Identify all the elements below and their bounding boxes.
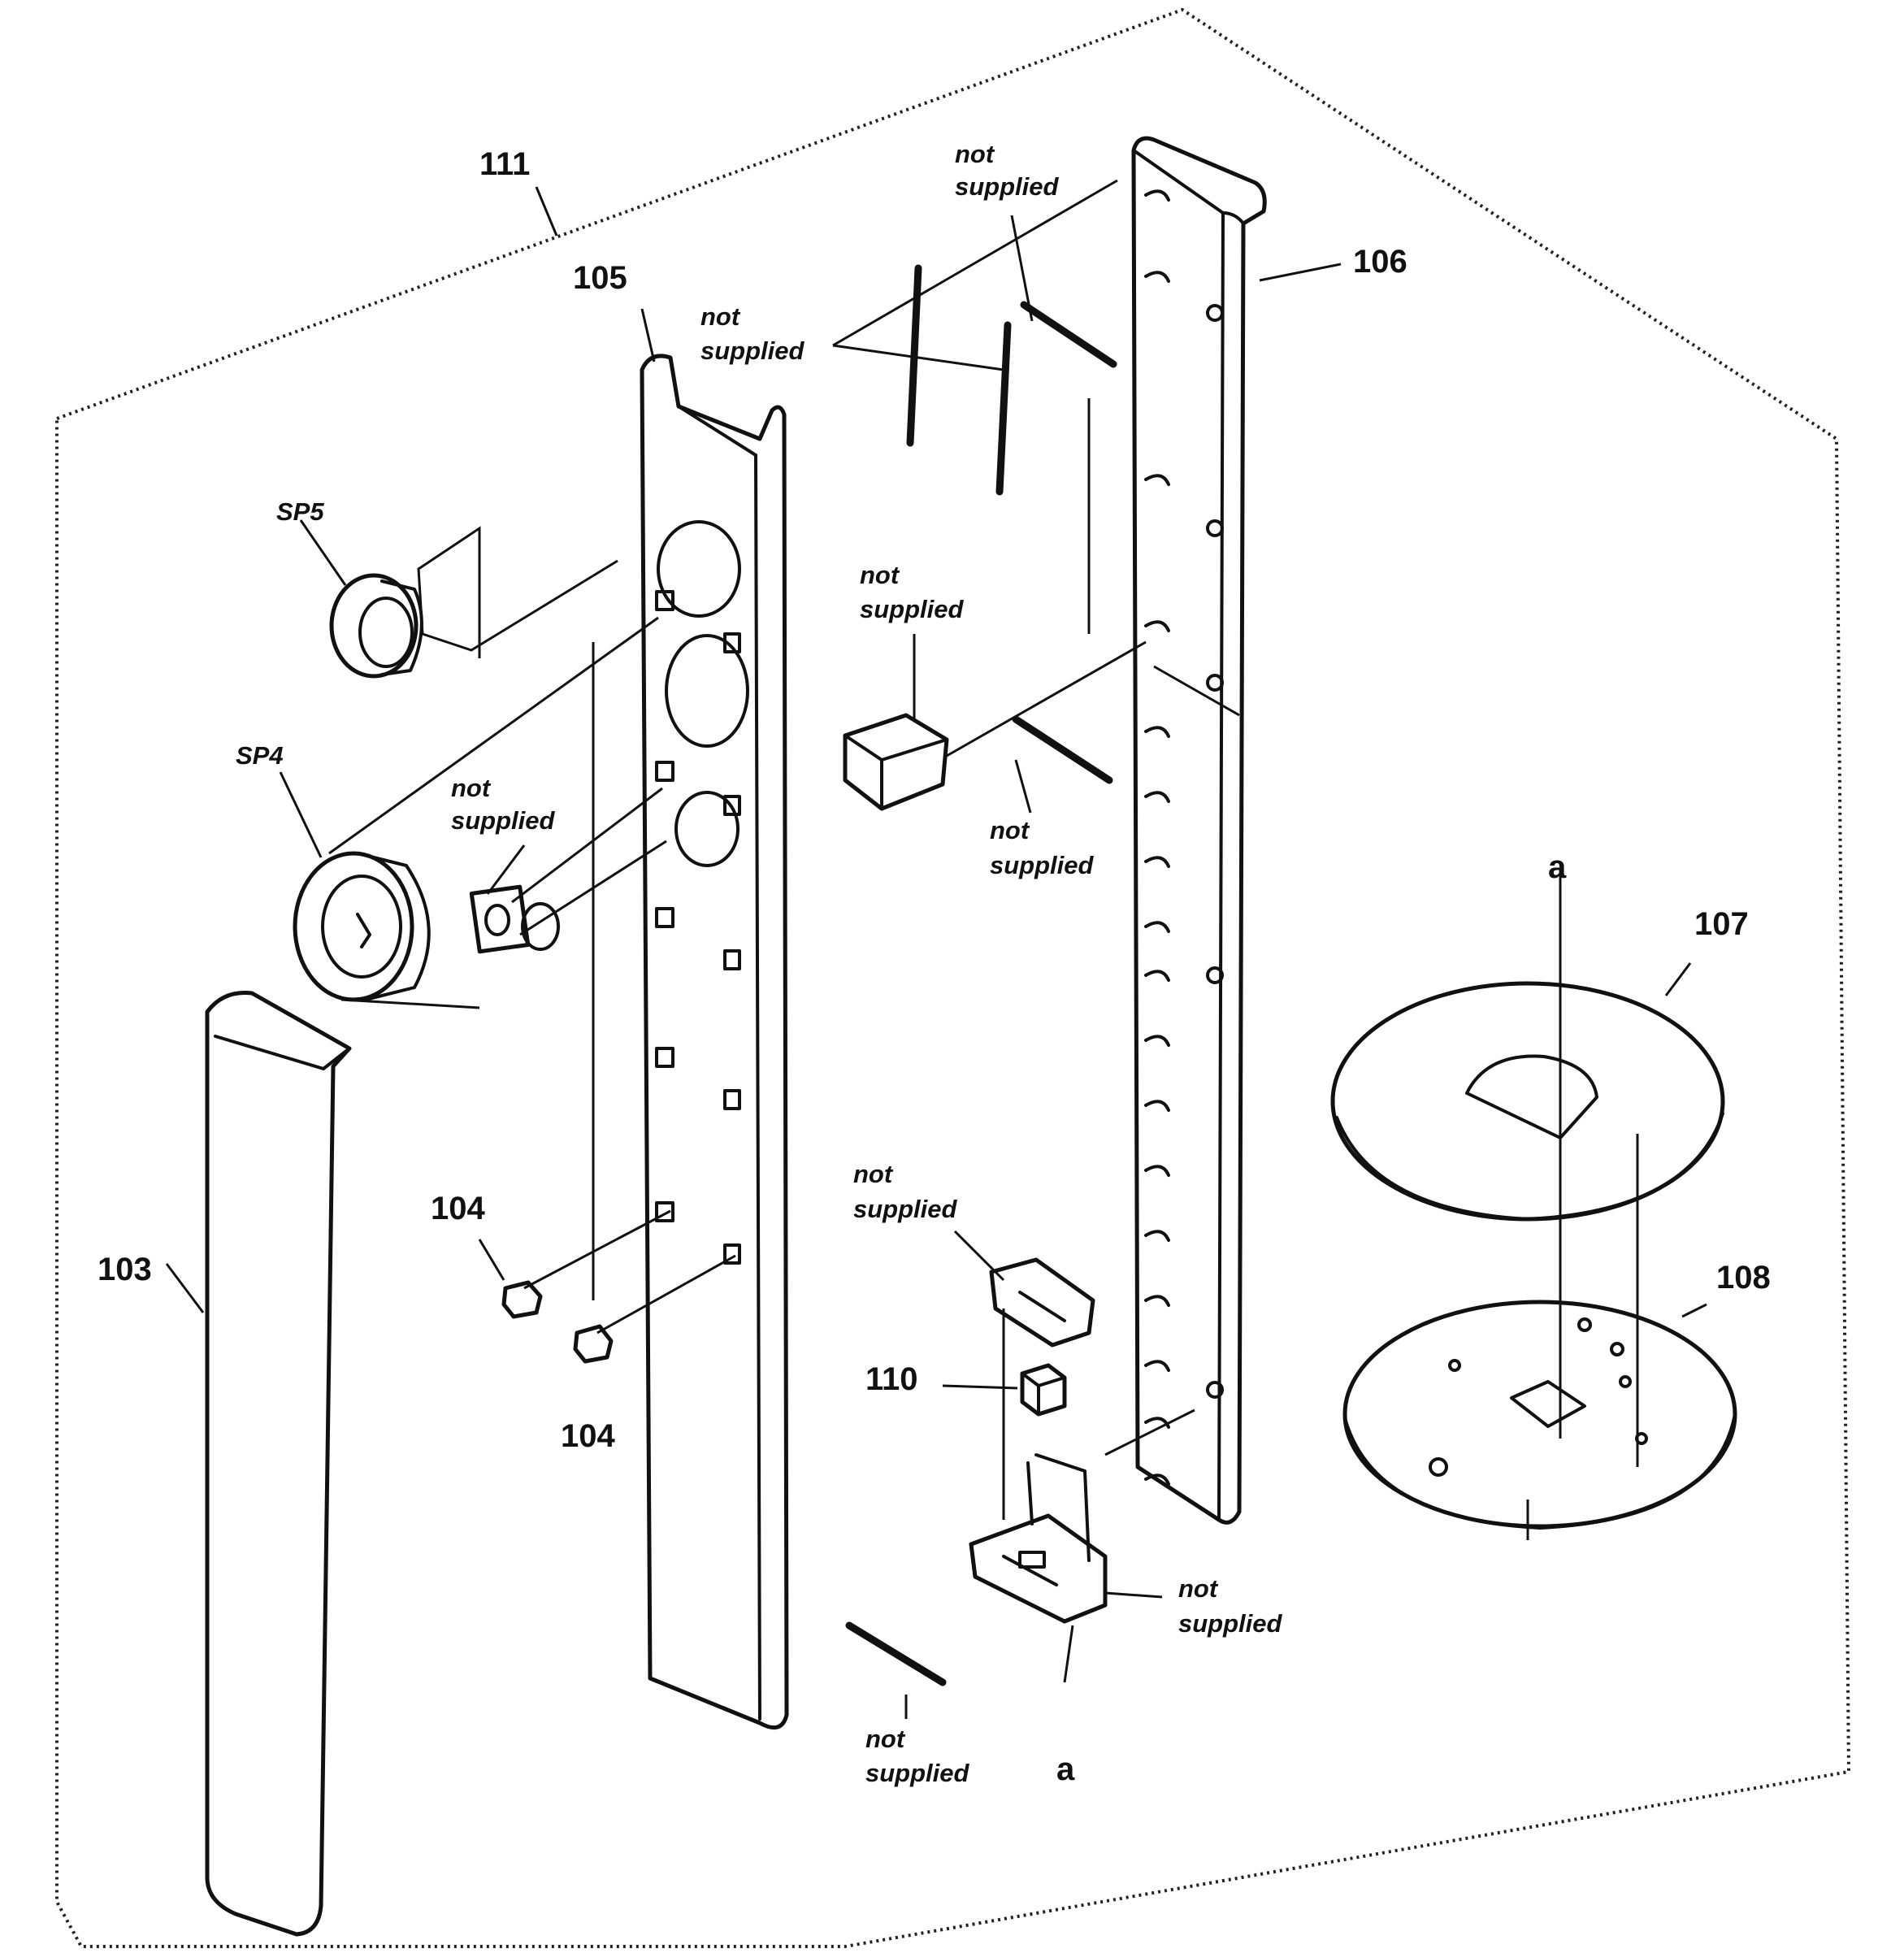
svg-text:not: not — [865, 1725, 906, 1753]
leader-lines — [165, 179, 1707, 1719]
label-a-bottom: a — [1056, 1751, 1075, 1787]
label-107: 107 — [1694, 906, 1749, 942]
svg-text:supplied: supplied — [955, 172, 1060, 201]
callout-not-supplied-tweeter: not supplied — [451, 774, 556, 835]
svg-text:supplied: supplied — [700, 336, 805, 365]
svg-text:not: not — [955, 140, 995, 168]
label-106: 106 — [1353, 244, 1407, 280]
tweeter-not-supplied — [469, 884, 560, 954]
label-105: 105 — [573, 260, 627, 296]
callout-not-supplied-block: not supplied — [860, 561, 965, 623]
part-106-rear-enclosure — [1131, 136, 1267, 1525]
label-104-lower: 104 — [561, 1418, 615, 1454]
bottom-bracket-not-supplied — [969, 1453, 1108, 1624]
label-104-upper: 104 — [431, 1191, 485, 1226]
callout-not-supplied-mid-rod: not supplied — [990, 816, 1095, 879]
label-sp4: SP4 — [236, 741, 284, 770]
part-108-base-plate — [1342, 1300, 1737, 1530]
part-105-baffle-panel — [640, 354, 789, 1730]
callout-not-supplied-rods: not supplied — [700, 302, 805, 365]
callout-not-supplied-bottom-bracket: not supplied — [1178, 1574, 1283, 1638]
label-103: 103 — [98, 1252, 152, 1287]
callout-not-supplied-bottom-rod: not supplied — [865, 1725, 970, 1787]
svg-text:supplied: supplied — [865, 1759, 970, 1787]
label-a-top: a — [1548, 849, 1567, 885]
svg-text:supplied: supplied — [451, 806, 556, 835]
part-107-ring — [1330, 981, 1725, 1222]
svg-text:not: not — [860, 561, 900, 589]
label-110: 110 — [865, 1361, 918, 1397]
part-110-connector — [1020, 1363, 1067, 1417]
svg-text:supplied: supplied — [860, 595, 965, 623]
speaker-sp4 — [293, 851, 431, 1002]
label-108: 108 — [1716, 1260, 1771, 1295]
part-103-front-grille — [205, 990, 352, 1937]
speaker-sp5 — [329, 573, 423, 679]
svg-text:not: not — [1178, 1574, 1219, 1603]
bracket-not-supplied — [989, 1257, 1095, 1348]
block-not-supplied — [843, 713, 949, 811]
svg-text:supplied: supplied — [853, 1195, 958, 1223]
callout-not-supplied-bracket: not supplied — [853, 1160, 958, 1223]
assembly-boundary-111 — [55, 7, 1851, 1948]
svg-text:supplied: supplied — [990, 851, 1095, 879]
svg-text:not: not — [990, 816, 1030, 844]
callout-not-supplied-top: not supplied — [955, 140, 1060, 201]
label-sp5: SP5 — [276, 497, 324, 526]
svg-text:not: not — [853, 1160, 894, 1188]
svg-text:not: not — [700, 302, 741, 331]
svg-text:not: not — [451, 774, 492, 802]
label-111: 111 — [479, 146, 530, 182]
rods-not-supplied — [845, 264, 1117, 1686]
part-104-nuts — [501, 1280, 614, 1364]
svg-text:supplied: supplied — [1178, 1609, 1283, 1638]
